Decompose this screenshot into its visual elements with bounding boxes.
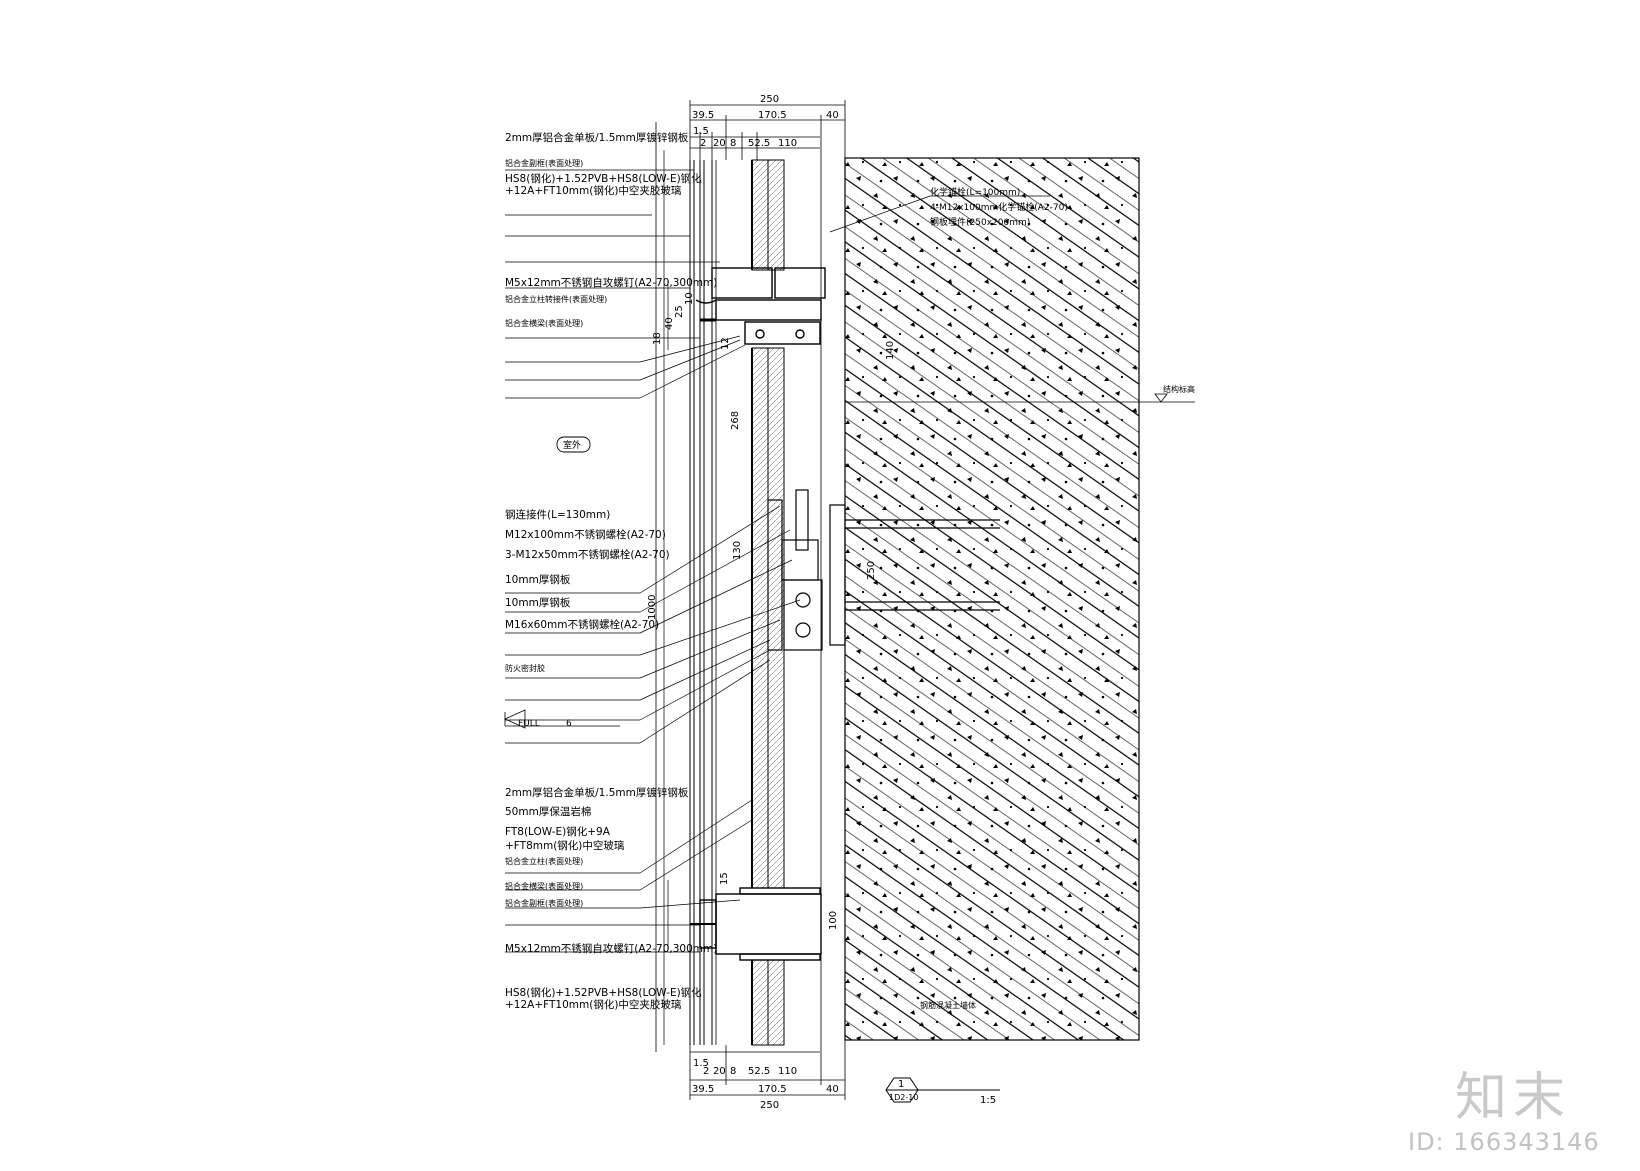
- note-mid-5: 10mm厚钢板: [505, 596, 571, 609]
- note-top-2: 铝合金副框(表面处理): [505, 158, 583, 168]
- section-number: 1: [898, 1079, 904, 1090]
- dim-top-r2-2: 20: [713, 138, 726, 149]
- dim-left-1: 18: [652, 332, 663, 345]
- concrete-wall: [844, 157, 1140, 1041]
- note-mid-1: 钢连接件(L=130mm): [505, 508, 610, 521]
- level-label: 结构标高: [1163, 384, 1195, 394]
- dim-top-total: 250: [760, 94, 779, 105]
- dim-100: 100: [828, 911, 839, 930]
- note-bot-5: 铝合金立柱(表面处理): [505, 856, 583, 866]
- section-tag: [885, 1077, 1000, 1103]
- dim-15: 15: [719, 872, 730, 885]
- dim-250: 250: [866, 561, 877, 580]
- dim-left-5: 12: [720, 337, 731, 350]
- top-transom: [695, 267, 826, 345]
- right-leaders: [829, 195, 1050, 233]
- dim-top-2: 170.5: [758, 110, 787, 121]
- note-top-4: +12A+FT10mm(钢化)中空夹胶玻璃: [505, 184, 681, 197]
- dim-left-3: 25: [674, 305, 685, 318]
- dimensions-top: [689, 100, 846, 160]
- note-bot-10: +12A+FT10mm(钢化)中空夹胶玻璃: [505, 998, 681, 1011]
- note-right-2: 4-M12x100mm化学锚栓(A2-70): [930, 201, 1068, 213]
- note-bot-6: 铝合金横梁(表面处理): [505, 881, 583, 891]
- bracket-assembly: [767, 489, 1000, 651]
- leader-lines: [505, 169, 801, 953]
- dim-left-2: 40: [664, 317, 675, 330]
- full-number: 6: [566, 719, 572, 729]
- dim-left-4: 10: [684, 292, 695, 305]
- dim-140: 140: [885, 341, 896, 360]
- dim-bot-r2-0: 1.5: [693, 1058, 709, 1069]
- section-scale: 1:5: [980, 1095, 996, 1106]
- dim-top-1: 39.5: [692, 110, 714, 121]
- full-marker: [504, 709, 620, 729]
- full-label: FULL: [518, 719, 540, 729]
- dim-bot-r2-3: 8: [730, 1066, 736, 1077]
- outdoor-tag: [556, 436, 591, 453]
- dim-bot-total: 250: [760, 1100, 779, 1111]
- note-mid-3: 3-M12x50mm不锈钢螺栓(A2-70): [505, 548, 670, 561]
- note-bot-9: HS8(钢化)+1.52PVB+HS8(LOW-E)钢化: [505, 986, 702, 999]
- note-top-6: 铝合金立柱转接件(表面处理): [505, 294, 607, 304]
- dim-bot-3: 40: [826, 1084, 839, 1095]
- dim-bot-r2-2: 20: [713, 1066, 726, 1077]
- note-mid-7: 防火密封胶: [505, 663, 545, 673]
- note-top-7: 铝合金横梁(表面处理): [505, 318, 583, 328]
- dim-bot-r2-5: 110: [778, 1066, 797, 1077]
- note-mid-2: M12x100mm不锈钢螺栓(A2-70): [505, 528, 666, 541]
- dim-bot-2: 170.5: [758, 1084, 787, 1095]
- dim-top-r2-0: 1.5: [693, 126, 709, 137]
- dim-bot-1: 39.5: [692, 1084, 714, 1095]
- dim-1000: 1000: [647, 595, 658, 620]
- dim-top-r2-5: 110: [778, 138, 797, 149]
- dim-bot-r2-1: 2: [703, 1066, 709, 1077]
- section-sheet: 1D2-10: [889, 1093, 918, 1102]
- bottom-transom: [690, 887, 822, 961]
- watermark-id: ID: 166343146: [1408, 1128, 1600, 1156]
- note-right-wall: 钢筋混凝土墙体: [920, 1000, 976, 1010]
- note-mid-6: M16x60mm不锈钢螺栓(A2-70): [505, 618, 659, 631]
- note-right-3: 钢板埋件(250x200mm): [930, 216, 1030, 228]
- note-right-1: 化学锚栓(L=100mm): [930, 186, 1020, 198]
- dim-top-r2-4: 52.5: [748, 138, 770, 149]
- dim-268: 268: [730, 411, 741, 430]
- dim-top-3: 40: [826, 110, 839, 121]
- note-mid-4: 10mm厚钢板: [505, 573, 571, 586]
- note-bot-4: +FT8mm(钢化)中空玻璃: [505, 839, 624, 852]
- outdoor-label: 室外: [563, 439, 581, 451]
- watermark-logo: 知末: [1455, 1068, 1572, 1128]
- level-marker: [845, 393, 1195, 403]
- note-top-3: HS8(钢化)+1.52PVB+HS8(LOW-E)钢化: [505, 172, 702, 185]
- dim-top-r2-3: 8: [730, 138, 736, 149]
- note-top-5: M5x12mm不锈钢自攻螺钉(A2-70,300mm): [505, 276, 717, 289]
- note-bot-3: FT8(LOW-E)钢化+9A: [505, 825, 611, 838]
- curtain-wall-profiles: [655, 122, 846, 1052]
- note-bot-8: M5x12mm不锈钢自攻螺钉(A2-70,300mm): [505, 942, 717, 955]
- dimensions-bottom: [689, 1045, 846, 1100]
- dim-bot-r2-4: 52.5: [748, 1066, 770, 1077]
- note-bot-2: 50mm厚保温岩棉: [505, 805, 591, 818]
- note-bot-1: 2mm厚铝合金单板/1.5mm厚镀锌钢板: [505, 786, 689, 799]
- dim-top-r2-1: 2: [700, 138, 706, 149]
- dim-130: 130: [732, 541, 743, 560]
- note-bot-7: 铝合金副框(表面处理): [505, 898, 583, 908]
- note-top-1: 2mm厚铝合金单板/1.5mm厚镀锌钢板: [505, 131, 689, 144]
